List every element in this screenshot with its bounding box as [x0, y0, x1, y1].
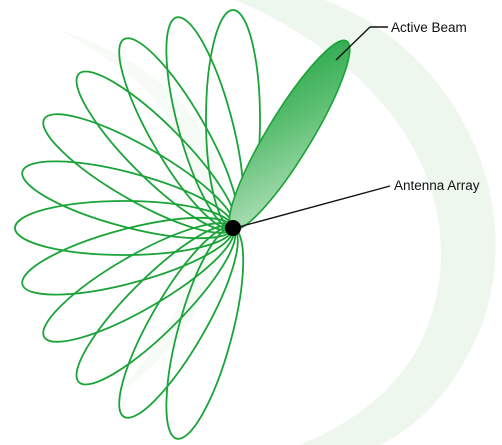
- antenna-array-label: Antenna Array: [394, 178, 480, 193]
- background-arc: [235, 0, 496, 445]
- active-beam-label: Active Beam: [391, 20, 467, 35]
- radiation-lobe: [60, 209, 252, 401]
- antenna-array-dot: [225, 220, 241, 236]
